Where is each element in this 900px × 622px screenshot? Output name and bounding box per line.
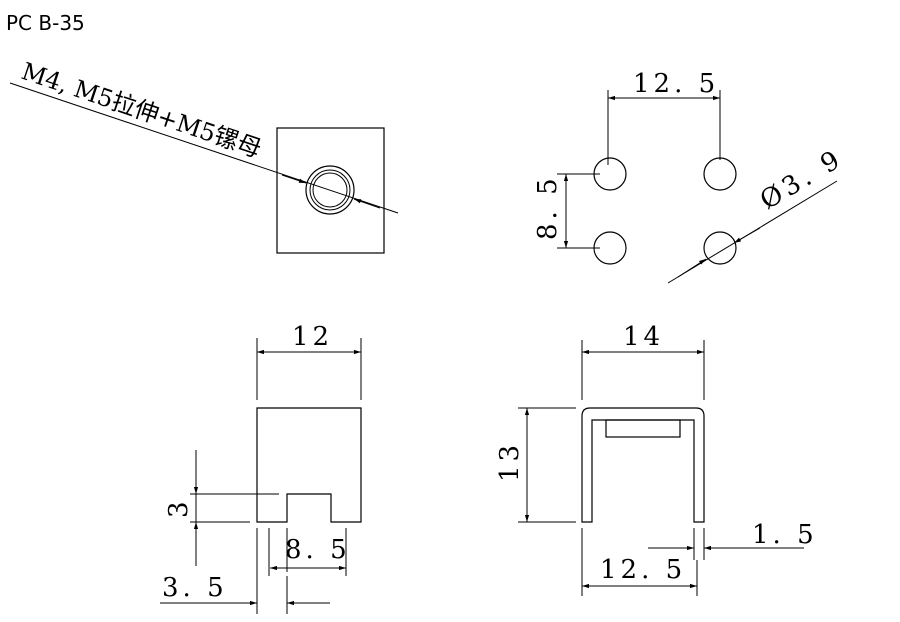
thread-circle bbox=[312, 172, 348, 208]
dim-side-inner-width: 12. 5 bbox=[600, 555, 686, 585]
dim-hole-spacing-h: 12. 5 bbox=[633, 69, 719, 99]
dim-hole-diameter: Ø3. 9 bbox=[755, 143, 848, 216]
dim-front-width: 12 bbox=[292, 322, 333, 352]
top-view: M4, M5拉伸+M5镙母 bbox=[9, 57, 399, 254]
boss-outer-circle bbox=[305, 165, 355, 215]
dim-front-slot-height: 3 bbox=[164, 497, 194, 518]
hole bbox=[703, 231, 737, 265]
boss-inner-circle bbox=[309, 169, 351, 211]
callout-leader bbox=[9, 82, 399, 214]
part-code: PC B-35 bbox=[6, 11, 85, 35]
side-view: 14 13 1. 5 12. 5 bbox=[495, 322, 818, 596]
hole bbox=[703, 157, 737, 191]
callout-label: M4, M5拉伸+M5镙母 bbox=[18, 57, 265, 163]
dim-hole-spacing-v: 8. 5 bbox=[533, 174, 563, 240]
dim-front-offset: 3. 5 bbox=[162, 573, 228, 603]
dim-side-width: 14 bbox=[623, 322, 664, 352]
dim-front-slot-width: 8. 5 bbox=[285, 535, 351, 565]
front-outline bbox=[256, 407, 362, 523]
front-view: 12 3 8. 5 3. 5 bbox=[160, 322, 362, 614]
dim-side-height: 13 bbox=[495, 441, 525, 482]
hole-pattern-view: 12. 5 8. 5 Ø3. 9 bbox=[533, 69, 849, 284]
plate-outline bbox=[276, 127, 385, 254]
dim-side-thickness: 1. 5 bbox=[752, 520, 818, 550]
side-outline bbox=[581, 407, 705, 523]
nut-block bbox=[605, 419, 681, 438]
